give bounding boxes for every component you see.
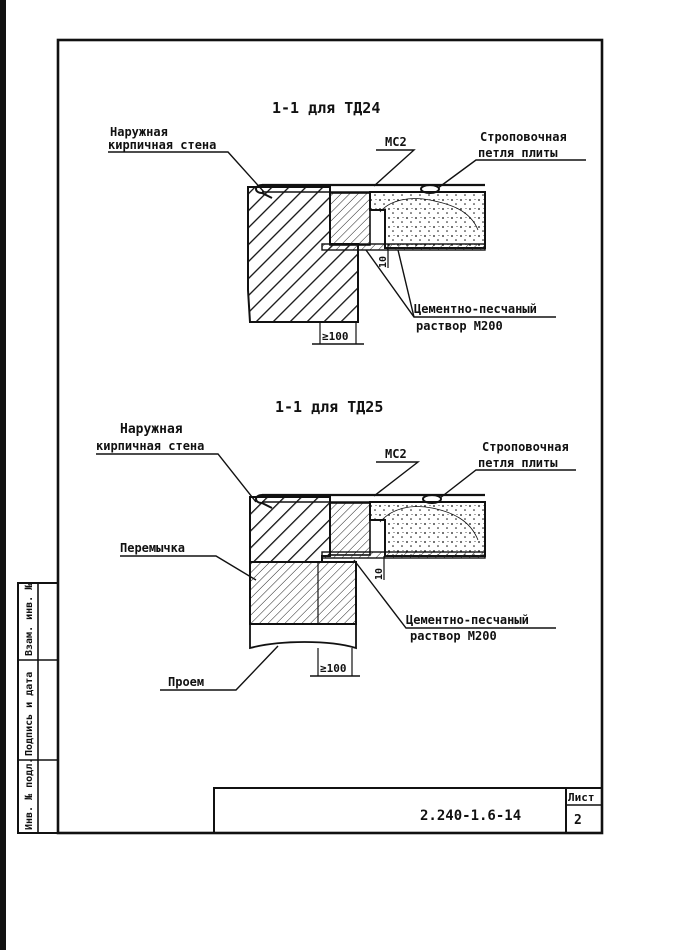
slab-support-block xyxy=(329,192,371,246)
section-title: 1-1 для ТД24 xyxy=(272,99,380,117)
side-stamp: Инв. № подл. Подпись и дата Взам. инв. № xyxy=(17,582,59,834)
anchor-hook xyxy=(255,184,273,199)
label-lintel: Перемычка xyxy=(120,541,185,555)
label-mc2: МС2 xyxy=(385,447,407,461)
brick-wall xyxy=(249,496,331,563)
stamp-inventory-label: Инв. № подл. xyxy=(24,758,35,830)
leader-opening xyxy=(160,645,279,691)
scan-edge xyxy=(0,0,6,950)
dimension-10: 10 xyxy=(378,244,389,268)
gap-dimension: 10 xyxy=(374,568,385,580)
hollow-core-slab xyxy=(369,191,486,249)
lintel xyxy=(249,561,357,625)
label-wall-line2: кирпичная стена xyxy=(96,439,204,453)
leader-wall xyxy=(96,453,257,503)
label-mortar-line2: раствор М200 xyxy=(416,319,503,333)
label-wall-line1: Наружная xyxy=(110,125,168,139)
section-td25: 1-1 для ТД25 ≥100 10 Н xyxy=(96,398,576,691)
label-mc2: МС2 xyxy=(385,135,407,149)
label-wall-line2: кирпичная стена xyxy=(108,138,216,152)
mortar-joint xyxy=(321,551,486,559)
label-mortar-line1: Цементно-песчаный xyxy=(406,613,529,627)
leader-mc2 xyxy=(373,461,421,497)
title-block: 2.240-1.6-14 Лист 2 xyxy=(213,787,603,834)
opening xyxy=(249,623,357,650)
sheet-number: 2 xyxy=(574,813,582,828)
leader-wall xyxy=(108,151,265,193)
leader-lintel xyxy=(120,555,257,581)
leader-mortar xyxy=(353,559,556,629)
label-loop-line1: Строповочная xyxy=(480,130,567,144)
gap-dimension: 10 xyxy=(378,256,389,268)
leader-loop xyxy=(437,159,586,189)
anchor-hook xyxy=(255,494,273,509)
dimension-100: ≥100 xyxy=(312,322,364,345)
label-loop-line2: петля плиты xyxy=(478,146,558,160)
bearing-dimension: ≥100 xyxy=(320,662,347,675)
bearing-dimension: ≥100 xyxy=(322,330,349,343)
hollow-core-slab xyxy=(369,501,486,557)
mortar-joint xyxy=(321,243,486,251)
leader-mc2 xyxy=(373,149,416,187)
label-wall-line1: Наружная xyxy=(120,422,183,437)
leader-loop xyxy=(439,469,576,499)
stamp-signature-label: Подпись и дата xyxy=(24,672,35,756)
dimension-100: ≥100 xyxy=(310,648,360,677)
label-opening: Проем xyxy=(168,675,204,689)
dimension-10: 10 xyxy=(374,556,385,580)
stamp-replacement-label: Взам. инв. № xyxy=(24,583,35,656)
label-mortar-line2: раствор М200 xyxy=(410,629,497,643)
label-mortar-line1: Цементно-песчаный xyxy=(414,302,537,316)
sling-loop xyxy=(422,494,442,504)
section-title: 1-1 для ТД25 xyxy=(275,398,383,416)
sheet-label: Лист xyxy=(568,791,595,804)
label-loop-line1: Строповочная xyxy=(482,440,569,454)
section-td24: 1-1 для ТД24 ≥100 10 На xyxy=(108,99,586,345)
slab-support-block xyxy=(329,502,371,556)
drawing-code: 2.240-1.6-14 xyxy=(420,808,521,824)
sling-loop xyxy=(420,184,440,194)
label-loop-line2: петля плиты xyxy=(478,456,558,470)
